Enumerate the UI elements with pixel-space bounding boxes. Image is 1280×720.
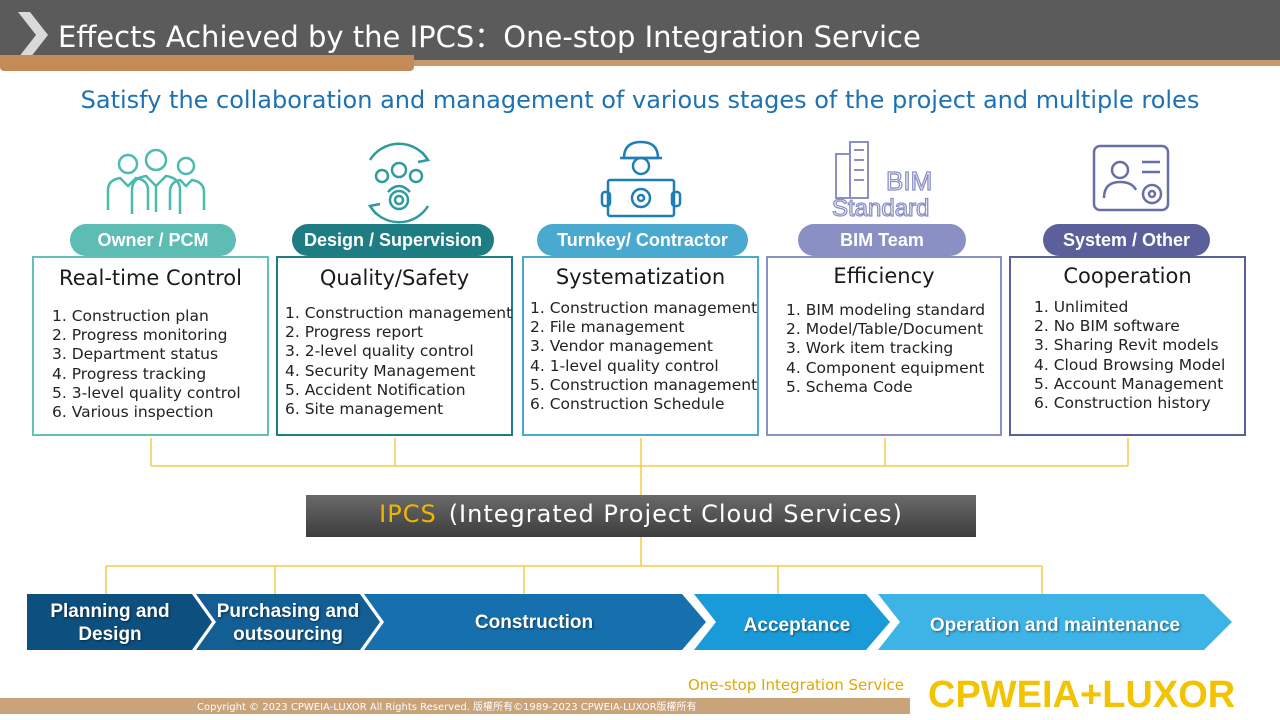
card-list: 1. Construction management 2. Progress r… bbox=[285, 304, 512, 419]
list-item: 6. Construction history bbox=[1034, 394, 1211, 413]
list-item: 2. No BIM software bbox=[1034, 317, 1180, 336]
ipcs-full-name: (Integrated Project Cloud Services) bbox=[448, 500, 903, 528]
role-pill-bim-team: BIM Team bbox=[798, 224, 966, 256]
header-underline bbox=[0, 60, 1280, 66]
role-label: Turnkey/ Contractor bbox=[557, 230, 728, 250]
card-title: Cooperation bbox=[1063, 264, 1192, 288]
list-item: 5. Schema Code bbox=[786, 377, 913, 396]
role-pill-owner-pcm: Owner / PCM bbox=[70, 224, 236, 256]
role-label: System / Other bbox=[1062, 230, 1191, 250]
role-card-owner-pcm: Real-time Control 1. Construction plan 2… bbox=[32, 256, 269, 436]
ipcs-label: IPCS (Integrated Project Cloud Services) bbox=[306, 500, 976, 528]
list-item: 3. Department status bbox=[52, 345, 219, 364]
stage-label-line: Design bbox=[78, 624, 142, 645]
card-list: 1. Unlimited 2. No BIM software 3. Shari… bbox=[1034, 298, 1225, 413]
list-item: 4. Progress tracking bbox=[52, 364, 207, 383]
list-item: 6. Various inspection bbox=[52, 403, 214, 422]
stage-operation-maintenance: Operation and maintenance bbox=[900, 614, 1210, 637]
stage-arrow-construction bbox=[364, 594, 706, 650]
list-item: 4. Component equipment bbox=[786, 358, 985, 377]
stage-arrow-planning bbox=[27, 594, 212, 650]
list-item: 3. 2-level quality control bbox=[285, 342, 474, 361]
page-title: Effects Achieved by the IPCS：One-stop In… bbox=[58, 20, 921, 54]
role-pill-design-supervision: Design / Supervision bbox=[292, 224, 494, 256]
stage-arrow-acceptance bbox=[694, 594, 890, 650]
stage-label-line: Acceptance bbox=[743, 615, 851, 636]
card-title: Efficiency bbox=[833, 264, 935, 288]
stage-label-line: Purchasing and bbox=[216, 601, 360, 622]
list-item: 3. Work item tracking bbox=[786, 339, 954, 358]
stage-label-line: Planning and bbox=[50, 601, 170, 622]
bim-standard-building-icon: BIM Standard bbox=[831, 141, 933, 223]
list-item: 6. Site management bbox=[285, 400, 444, 419]
list-item: 4. 1-level quality control bbox=[530, 356, 719, 375]
role-card-turnkey-contractor: Systematization 1. Construction manageme… bbox=[522, 256, 759, 436]
list-item: 6. Construction Schedule bbox=[530, 395, 725, 414]
role-label: Owner / PCM bbox=[97, 230, 209, 250]
worker-helmet-icon bbox=[600, 140, 682, 218]
list-item: 2. Progress report bbox=[285, 323, 424, 342]
card-list: 1. Construction management 2. File manag… bbox=[530, 299, 757, 414]
stage-purchasing-outsourcing: Purchasing and outsourcing bbox=[204, 600, 372, 646]
list-item: 4. Cloud Browsing Model bbox=[1034, 355, 1226, 374]
ipcs-acronym: IPCS bbox=[379, 500, 437, 528]
svg-text:BIM: BIM bbox=[886, 166, 932, 196]
page-subtitle: Satisfy the collaboration and management… bbox=[80, 86, 1200, 114]
ipcs-bar bbox=[306, 495, 976, 537]
list-item: 2. File management bbox=[530, 318, 685, 337]
list-item: 2. Model/Table/Document bbox=[786, 320, 984, 339]
role-card-system-other: Cooperation 1. Unlimited 2. No BIM softw… bbox=[1009, 256, 1246, 436]
role-label: BIM Team bbox=[840, 230, 924, 250]
list-item: 5. Account Management bbox=[1034, 374, 1224, 393]
stage-label-line: Operation and maintenance bbox=[929, 615, 1181, 636]
stage-arrow-purchasing bbox=[196, 594, 380, 650]
list-item: 1. Unlimited bbox=[1034, 298, 1129, 316]
footer-tagline: One-stop Integration Service bbox=[688, 676, 904, 694]
list-item: 5. Construction management bbox=[530, 375, 758, 394]
role-card-design-supervision: Quality/Safety 1. Construction managemen… bbox=[276, 256, 513, 436]
card-title: Quality/Safety bbox=[319, 266, 470, 290]
role-pill-turnkey-contractor: Turnkey/ Contractor bbox=[537, 224, 748, 256]
list-item: 1. BIM modeling standard bbox=[786, 301, 986, 319]
stage-label-line: Construction bbox=[474, 612, 594, 633]
project-stages bbox=[27, 594, 1232, 650]
list-item: 1. Construction management bbox=[285, 304, 513, 322]
profile-settings-icon bbox=[1092, 144, 1170, 212]
stage-construction: Construction bbox=[384, 611, 684, 634]
card-list: 1. Construction plan 2. Progress monitor… bbox=[52, 307, 241, 422]
role-pill-system-other: System / Other bbox=[1043, 224, 1210, 256]
stage-acceptance: Acceptance bbox=[712, 614, 882, 637]
card-list: 1. BIM modeling standard 2. Model/Table/… bbox=[786, 301, 985, 397]
stage-label-line: outsourcing bbox=[233, 624, 343, 645]
list-item: 3. Vendor management bbox=[530, 337, 713, 356]
list-item: 4. Security Management bbox=[285, 361, 476, 380]
list-item: 5. Accident Notification bbox=[285, 380, 466, 399]
stage-planning-design: Planning and Design bbox=[30, 600, 190, 646]
list-item: 3. Sharing Revit models bbox=[1034, 336, 1219, 355]
role-card-bim-team: Efficiency 1. BIM modeling standard 2. M… bbox=[766, 256, 1002, 436]
svg-text:Standard: Standard bbox=[832, 195, 929, 222]
people-group-icon bbox=[106, 148, 206, 214]
role-label: Design / Supervision bbox=[303, 230, 483, 250]
footer-bar bbox=[0, 698, 910, 714]
list-item: 1. Construction management bbox=[530, 299, 758, 317]
team-gear-cycle-icon bbox=[367, 142, 431, 224]
list-item: 1. Construction plan bbox=[52, 307, 209, 325]
stage-arrow-operation bbox=[878, 594, 1232, 650]
footer-copyright: Copyright © 2023 CPWEIA-LUXOR All Rights… bbox=[197, 702, 697, 713]
card-title: Systematization bbox=[555, 265, 726, 289]
company-logo: CPWEIA+LUXOR bbox=[928, 674, 1236, 716]
list-item: 5. 3-level quality control bbox=[52, 383, 241, 402]
chevron-right-icon bbox=[18, 12, 48, 58]
header-accent-tab bbox=[0, 55, 414, 71]
list-item: 2. Progress monitoring bbox=[52, 326, 228, 345]
card-title: Real-time Control bbox=[59, 266, 242, 290]
